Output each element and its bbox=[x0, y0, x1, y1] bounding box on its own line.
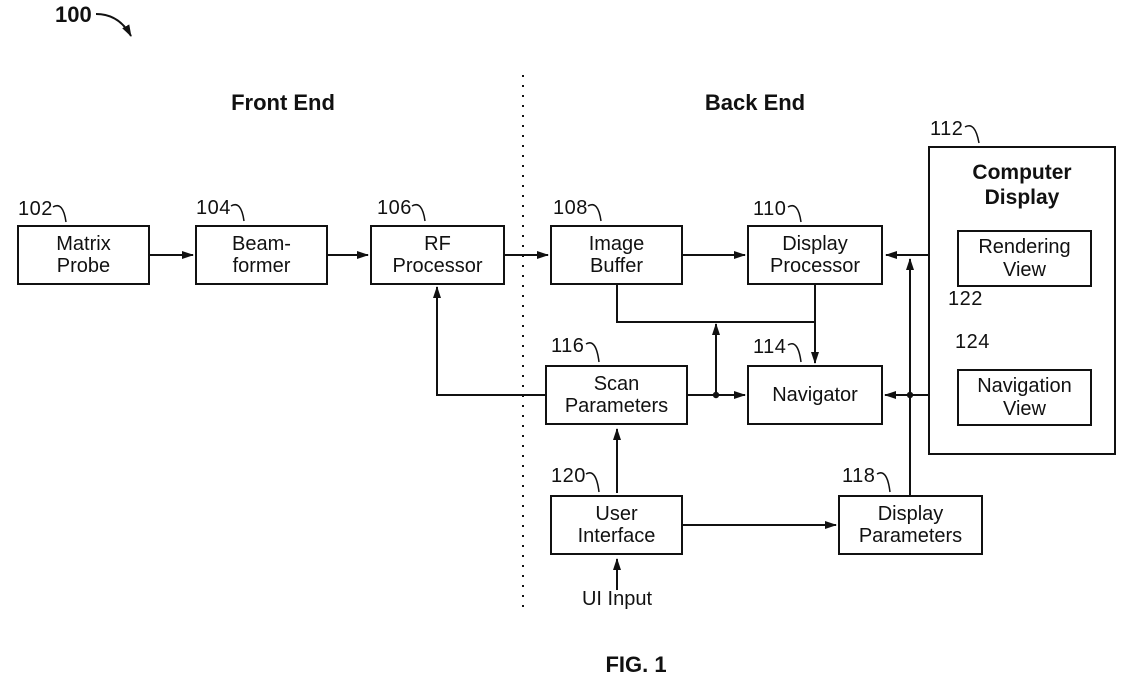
leader-108 bbox=[587, 203, 602, 222]
rf-processor-label: RF Processor bbox=[392, 232, 483, 277]
leader-120 bbox=[585, 472, 600, 493]
leader-106 bbox=[411, 203, 426, 222]
leader-114 bbox=[787, 343, 802, 363]
ref-116: 116 bbox=[551, 335, 585, 357]
leader-104 bbox=[230, 203, 245, 222]
navigator-label: Navigator bbox=[772, 383, 858, 406]
line-imagebuffer-branch bbox=[616, 285, 815, 323]
user-interface-block: User Interface bbox=[550, 495, 683, 555]
display-parameters-label: Display Parameters bbox=[858, 502, 963, 547]
ref-124: 124 bbox=[955, 331, 990, 353]
navigation-view-block: Navigation View bbox=[957, 369, 1092, 426]
rendering-view-label: Rendering View bbox=[978, 236, 1071, 281]
arrow-scanparameters-to-rfprocessor bbox=[433, 286, 545, 396]
user-interface-label: User Interface bbox=[577, 502, 656, 547]
ref-102: 102 bbox=[18, 198, 53, 220]
matrix-probe-block: Matrix Probe bbox=[17, 225, 150, 285]
ref-118: 118 bbox=[842, 465, 876, 487]
leader-112 bbox=[964, 125, 980, 144]
navigator-block: Navigator bbox=[747, 365, 883, 425]
front-end-heading: Front End bbox=[231, 90, 335, 115]
figure-caption: FIG. 1 bbox=[605, 652, 667, 677]
ref-120: 120 bbox=[551, 465, 586, 487]
rf-processor-block: RF Processor bbox=[370, 225, 505, 285]
leader-118 bbox=[876, 472, 891, 493]
display-processor-block: Display Processor bbox=[747, 225, 883, 285]
computer-display-block: Computer Display Rendering View Navigati… bbox=[928, 146, 1116, 455]
ref-110: 110 bbox=[753, 198, 787, 220]
display-processor-label: Display Processor bbox=[769, 232, 861, 277]
scan-parameters-block: Scan Parameters bbox=[545, 365, 688, 425]
ref-108: 108 bbox=[553, 197, 588, 219]
leader-arrow-100 bbox=[95, 13, 132, 37]
ref-114: 114 bbox=[753, 336, 787, 358]
leader-110 bbox=[787, 204, 802, 223]
figure-ref-100: 100 bbox=[55, 2, 92, 27]
leader-116 bbox=[585, 342, 600, 363]
leader-102 bbox=[52, 204, 67, 223]
display-parameters-block: Display Parameters bbox=[838, 495, 983, 555]
scan-parameters-label: Scan Parameters bbox=[564, 372, 669, 417]
ref-122: 122 bbox=[948, 288, 983, 310]
rendering-view-block: Rendering View bbox=[957, 230, 1092, 287]
ref-106: 106 bbox=[377, 197, 412, 219]
image-buffer-label: Image Buffer bbox=[588, 232, 645, 277]
junction-dot-scanparams bbox=[712, 391, 720, 399]
ref-112: 112 bbox=[930, 118, 964, 140]
matrix-probe-label: Matrix Probe bbox=[56, 232, 111, 277]
beamformer-label: Beam- former bbox=[232, 232, 291, 277]
navigation-view-label: Navigation View bbox=[977, 375, 1072, 420]
computer-display-label: Computer Display bbox=[972, 161, 1072, 210]
beamformer-block: Beam- former bbox=[195, 225, 328, 285]
image-buffer-block: Image Buffer bbox=[550, 225, 683, 285]
junction-dot-displayparams bbox=[906, 391, 914, 399]
ref-104: 104 bbox=[196, 197, 231, 219]
ui-input-label: UI Input bbox=[581, 588, 653, 610]
back-end-heading: Back End bbox=[704, 90, 806, 115]
